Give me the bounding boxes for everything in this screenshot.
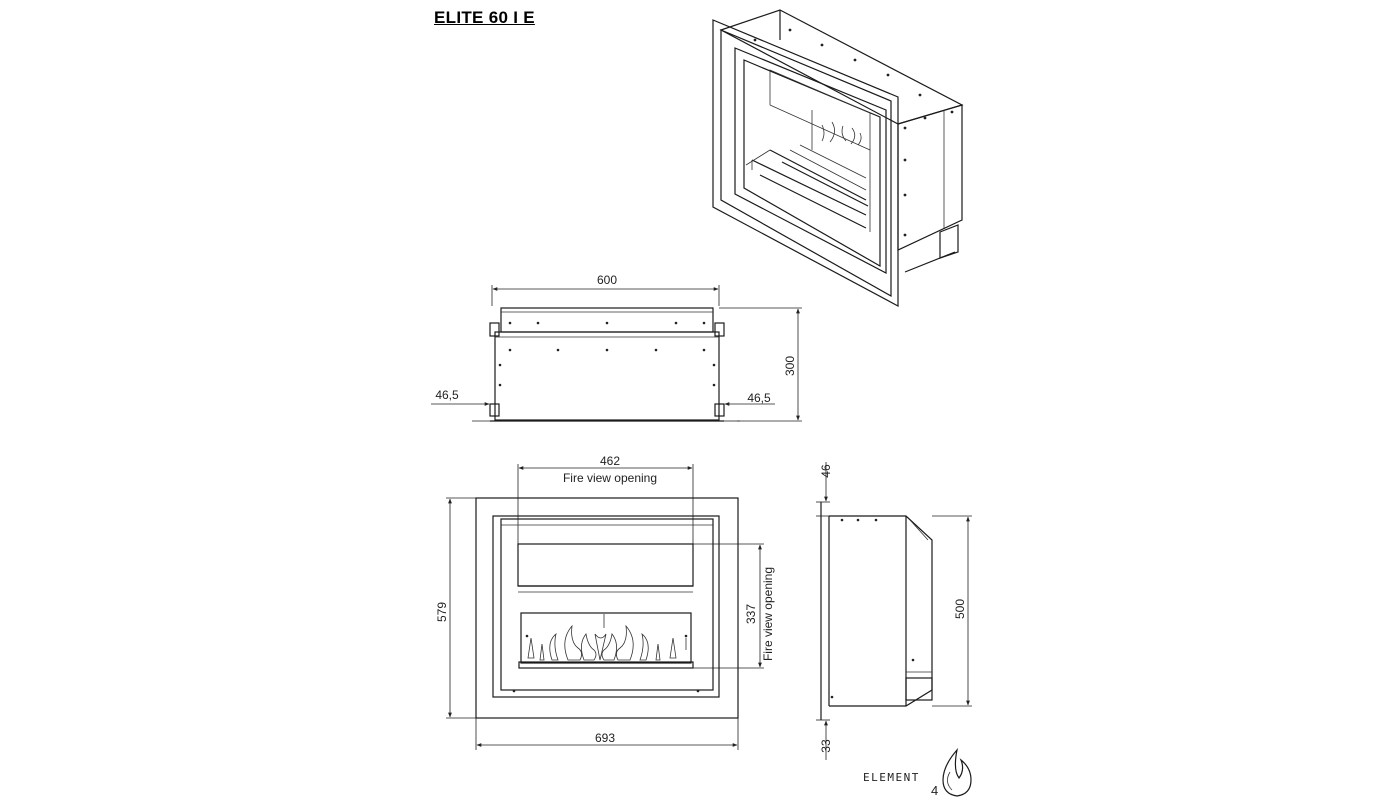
dim-600: 600 xyxy=(597,273,617,287)
flame-icon xyxy=(942,747,972,797)
dim-337: 337 xyxy=(744,604,758,624)
dim-500: 500 xyxy=(953,599,967,619)
top-view: 600 300 xyxy=(431,273,802,422)
dim-46: 46 xyxy=(819,464,833,478)
isometric-view xyxy=(712,9,964,308)
dim-693: 693 xyxy=(595,731,615,745)
logo-brand: ELEMENT xyxy=(863,771,920,784)
element4-logo: ELEMENT 4 xyxy=(863,747,972,798)
opening-height-label: Fire view opening xyxy=(761,567,775,661)
dim-462: 462 xyxy=(600,454,620,468)
logo-number: 4 xyxy=(931,783,938,798)
dim-33: 33 xyxy=(819,739,833,753)
drawing-title: ELITE 60 I E xyxy=(434,8,535,27)
dim-300: 300 xyxy=(783,356,797,376)
dim-579: 579 xyxy=(435,602,449,622)
dim-left-offset: 46,5 xyxy=(435,388,459,402)
opening-width-label: Fire view opening xyxy=(563,471,657,485)
dim-right-offset: 46,5 xyxy=(747,391,771,405)
side-view: 46 500 33 xyxy=(816,462,972,760)
front-view: 462 Fire view opening xyxy=(435,454,775,750)
